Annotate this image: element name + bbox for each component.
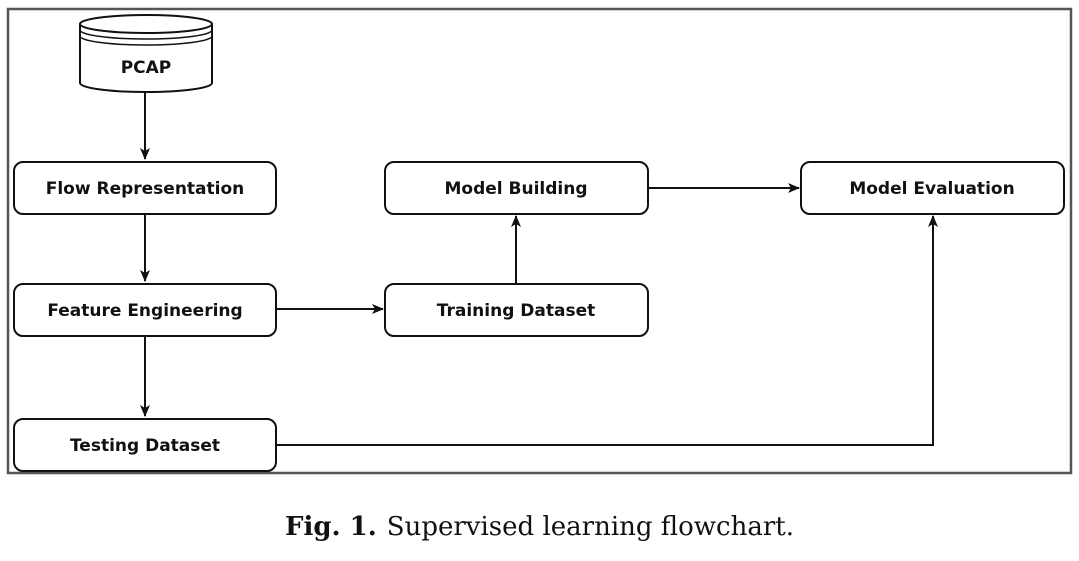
node-pcap: PCAP: [79, 14, 213, 93]
node-testing-dataset-label: Testing Dataset: [70, 436, 220, 456]
node-model-evaluation-label: Model Evaluation: [849, 179, 1014, 199]
database-cylinder-top: [79, 14, 213, 34]
node-testing-dataset: Testing Dataset: [13, 418, 277, 472]
node-model-building: Model Building: [384, 161, 649, 215]
node-flow-representation: Flow Representation: [13, 161, 277, 215]
node-model-building-label: Model Building: [444, 179, 587, 199]
edge-testing-dataset-to-model-evaluation: [276, 215, 938, 446]
node-feature-engineering: Feature Engineering: [13, 283, 277, 337]
database-cylinder-ring: [79, 29, 213, 40]
node-box: [13, 161, 277, 215]
node-box: [13, 283, 277, 337]
figure-caption: Fig. 1. Supervised learning flowchart.: [0, 512, 1079, 542]
node-flow-representation-label: Flow Representation: [46, 179, 245, 199]
node-box: [384, 161, 649, 215]
figure-caption-text: Supervised learning flowchart.: [386, 512, 794, 542]
node-feature-engineering-label: Feature Engineering: [47, 301, 242, 321]
node-training-dataset-label: Training Dataset: [437, 301, 596, 321]
figure-caption-label: Fig. 1.: [285, 512, 377, 542]
node-training-dataset: Training Dataset: [384, 283, 649, 337]
node-pcap-label: PCAP: [121, 58, 172, 78]
node-model-evaluation: Model Evaluation: [800, 161, 1065, 215]
edges: [140, 92, 938, 446]
database-cylinder-ring: [79, 35, 213, 46]
flowchart-diagram: PCAP Flow Representation Feature Enginee…: [6, 7, 1073, 475]
node-box: [384, 283, 649, 337]
node-box: [800, 161, 1065, 215]
node-box: [13, 418, 277, 472]
database-cylinder-icon: [79, 24, 213, 93]
